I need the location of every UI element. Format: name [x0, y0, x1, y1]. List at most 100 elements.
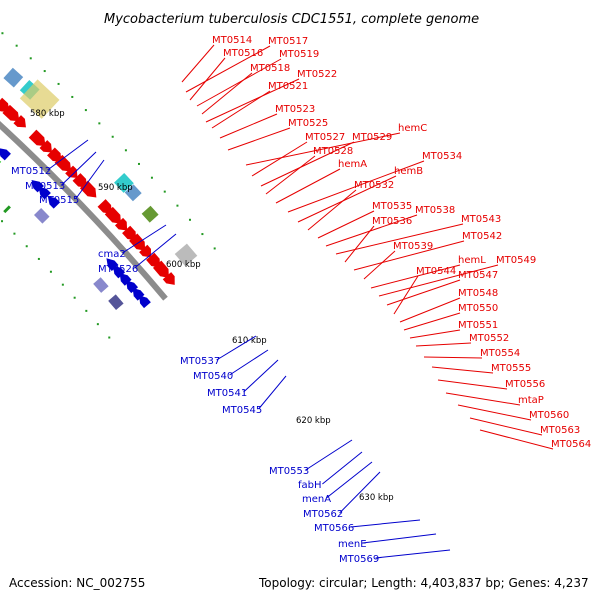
forward-gene-arrow: [28, 129, 46, 147]
gene-leader-line: [196, 58, 282, 107]
ruler-tick-mark: [3, 205, 11, 214]
gene-label: MT0553: [269, 466, 309, 477]
guide-dot: [98, 122, 101, 125]
forward-gene-arrow: [72, 173, 87, 188]
reverse-gene-arrow: [106, 258, 119, 271]
reverse-gene-arrow: [119, 272, 132, 286]
gene-leader-line: [258, 375, 287, 410]
gene-label: menA: [302, 494, 331, 505]
gene-leader-line: [265, 155, 316, 195]
gene-label: hemA: [338, 159, 367, 170]
gene-leader-line: [469, 417, 543, 436]
guide-dot: [43, 70, 46, 73]
gene-label: MT0551: [458, 320, 498, 331]
gene-leader-line: [403, 312, 461, 331]
forward-gene-arrow: [152, 260, 169, 278]
forward-gene-arrow: [122, 225, 137, 241]
gene-leader-line: [227, 127, 291, 151]
gene-leader-line: [211, 90, 271, 129]
gene-label: MT0512: [11, 166, 51, 177]
map-title: Mycobacterium tuberculosis CDC1551, comp…: [104, 12, 479, 27]
gene-leader-line: [251, 141, 308, 177]
gene-leader-line: [205, 78, 300, 123]
forward-gene-arrow: [104, 206, 122, 224]
feature-block: [174, 243, 198, 267]
gene-label: MT0545: [222, 405, 262, 416]
gene-label: MT0556: [505, 379, 545, 390]
forward-gene-arrow: [97, 199, 112, 214]
guide-dot: [213, 247, 216, 250]
guide-dot: [25, 245, 28, 248]
gene-leader-line: [305, 439, 353, 471]
gene-label: MT0514: [212, 35, 252, 46]
gene-leader-line: [423, 356, 483, 359]
backbone: [0, 120, 168, 301]
gene-leader-line: [378, 264, 499, 297]
gene-label: MT0519: [279, 49, 319, 60]
gene-leader-line: [122, 224, 167, 254]
guide-dot: [57, 82, 60, 85]
gene-leader-line: [415, 342, 472, 347]
forward-gene-arrow: [2, 104, 20, 122]
guide-dot: [111, 135, 114, 138]
forward-gene-arrow: [39, 140, 52, 153]
reverse-gene-arrow: [38, 186, 51, 200]
gene-leader-line: [370, 264, 461, 289]
gene-label: menE: [338, 539, 367, 550]
reverse-gene-arrow: [31, 180, 44, 193]
forward-gene-arrow: [114, 217, 128, 231]
gene-leader-line: [47, 139, 89, 171]
gene-label: MT0539: [393, 241, 433, 252]
guide-dot: [96, 323, 99, 326]
gene-leader-line: [335, 223, 464, 255]
gene-leader-line: [326, 461, 373, 499]
reverse-gene-arrow: [47, 196, 61, 209]
gene-leader-line: [201, 72, 253, 115]
guide-dot: [71, 95, 74, 98]
reverse-gene-arrow: [126, 280, 139, 294]
gene-label: MT0544: [416, 266, 456, 277]
gene-label: MT0513: [25, 181, 65, 192]
forward-gene-arrow: [65, 165, 78, 178]
gene-label: MT0541: [207, 388, 247, 399]
gene-label: MT0522: [297, 69, 337, 80]
guide-dot: [29, 57, 32, 60]
guide-dot: [137, 162, 140, 165]
forward-gene-arrow: [139, 244, 152, 258]
gene-label: MT0527: [305, 132, 345, 143]
gene-label: MT0537: [180, 356, 220, 367]
gene-label: MT0562: [303, 509, 343, 520]
gene-label: MT0542: [462, 231, 502, 242]
gene-label: MT0526: [98, 264, 138, 275]
feature-block: [3, 67, 24, 88]
gene-label: MT0518: [250, 63, 290, 74]
gene-leader-line: [189, 57, 226, 101]
feature-block: [114, 173, 134, 193]
gene-leader-line: [375, 549, 451, 559]
gene-leader-line: [297, 175, 397, 223]
gene-label: MT0548: [458, 288, 498, 299]
guide-dot: [150, 176, 153, 179]
guide-dot: [108, 336, 111, 339]
forward-gene-arrow: [54, 154, 72, 172]
gene-leader-line: [325, 214, 418, 247]
guide-dot: [73, 296, 76, 299]
gene-leader-line: [61, 151, 97, 186]
gene-leader-line: [353, 240, 465, 271]
gene-leader-line: [185, 45, 271, 93]
gene-label: hemL: [458, 255, 486, 266]
gene-label: MT0550: [458, 303, 498, 314]
topology-label: Topology: circular; Length: 4,403,837 bp…: [258, 576, 589, 590]
accession-label: Accession: NC_002755: [9, 576, 145, 590]
backbone-arc: [0, 120, 168, 301]
gene-label: MT0552: [469, 333, 509, 344]
ruler-tick-label: 580 kbp: [30, 109, 65, 119]
gene-label: MT0523: [275, 104, 315, 115]
ruler-tick-label: 610 kbp: [232, 336, 267, 346]
forward-gene-arrow: [13, 115, 26, 128]
gene-label: MT0566: [314, 523, 354, 534]
feature-block: [19, 79, 60, 119]
guide-dot: [13, 232, 16, 235]
gene-label: MT0543: [461, 214, 501, 225]
forward-gene-arrow: [162, 272, 175, 285]
